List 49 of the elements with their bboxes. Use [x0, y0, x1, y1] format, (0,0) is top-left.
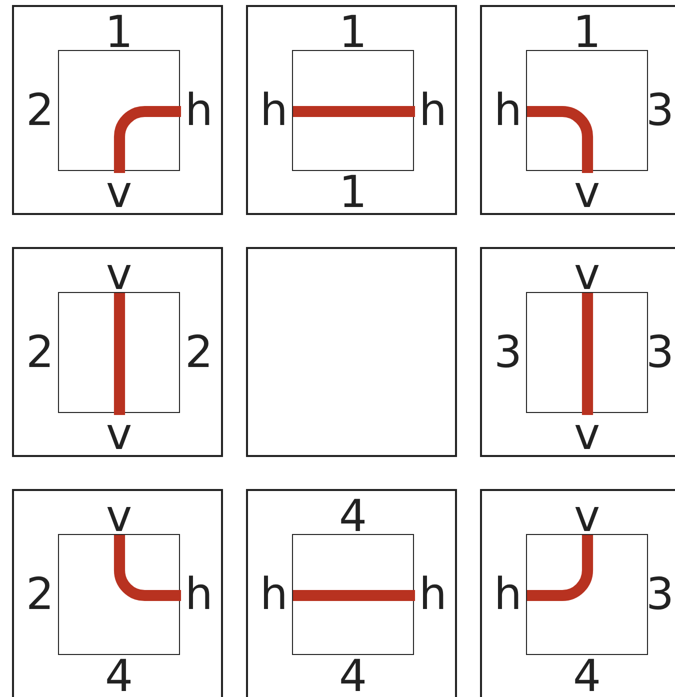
side-label: v: [106, 171, 132, 215]
inner-square: [526, 292, 648, 413]
inner-square: [526, 534, 648, 655]
inner-square: [58, 50, 180, 171]
tile-frame: [480, 489, 675, 697]
side-label: h: [185, 573, 213, 617]
side-label: v: [106, 413, 132, 457]
side-label: 4: [339, 495, 367, 539]
side-label: 3: [646, 573, 674, 617]
side-label: 2: [26, 573, 54, 617]
side-label: 4: [573, 655, 601, 697]
tile-frame: [12, 489, 223, 697]
tile-frame: [246, 247, 457, 457]
side-label: 1: [105, 11, 133, 55]
side-label: h: [494, 573, 522, 617]
inner-square: [58, 534, 180, 655]
side-label: h: [260, 89, 288, 133]
side-label: 1: [339, 171, 367, 215]
inner-square: [526, 50, 648, 171]
tile-frame: [12, 5, 223, 215]
side-label: 2: [185, 331, 213, 375]
side-label: h: [185, 89, 213, 133]
tile-frame: [246, 489, 457, 697]
side-label: 1: [339, 11, 367, 55]
tile-frame: [480, 5, 675, 215]
side-label: v: [106, 495, 132, 539]
side-label: 3: [494, 331, 522, 375]
side-label: 2: [26, 331, 54, 375]
side-label: h: [494, 89, 522, 133]
side-label: 3: [646, 89, 674, 133]
tile-frame: [480, 247, 675, 457]
inner-square: [58, 292, 180, 413]
side-label: 1: [573, 11, 601, 55]
side-label: 3: [646, 331, 674, 375]
side-label: v: [574, 413, 600, 457]
side-label: v: [574, 495, 600, 539]
inner-square: [292, 50, 414, 171]
side-label: 2: [26, 89, 54, 133]
inner-square: [292, 534, 414, 655]
side-label: v: [574, 171, 600, 215]
side-label: h: [260, 573, 288, 617]
tile-frame: [246, 5, 457, 215]
side-label: v: [574, 253, 600, 297]
side-label: 4: [339, 655, 367, 697]
side-label: h: [419, 89, 447, 133]
side-label: 4: [105, 655, 133, 697]
side-label: v: [106, 253, 132, 297]
tile-frame: [12, 247, 223, 457]
side-label: h: [419, 573, 447, 617]
